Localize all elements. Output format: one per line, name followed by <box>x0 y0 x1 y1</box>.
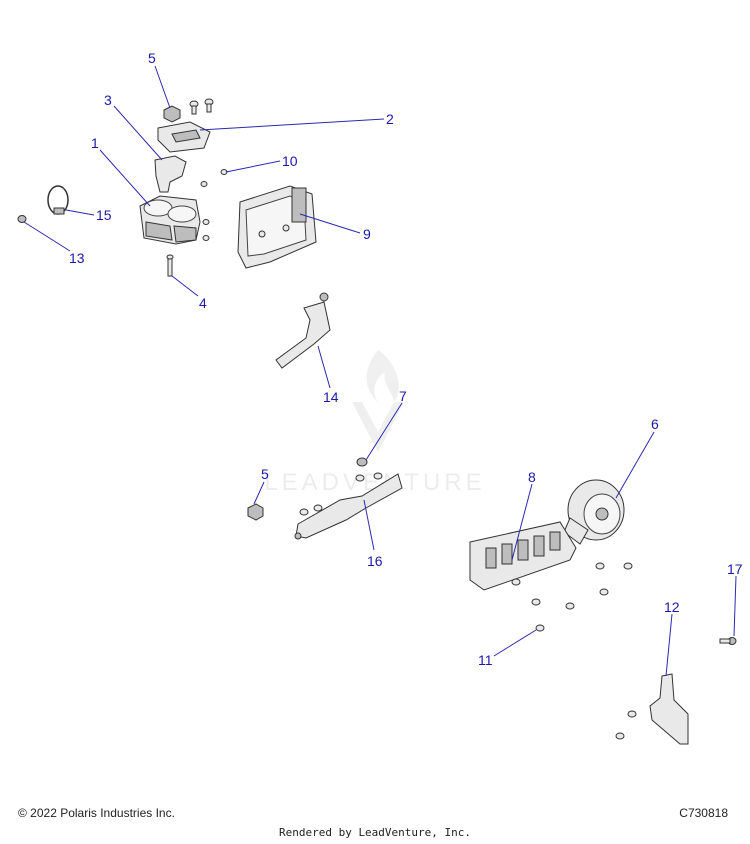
fuse-block-part-8 <box>469 521 577 591</box>
leader-lines <box>23 65 737 677</box>
callout-7: 7 <box>399 388 407 404</box>
horn-part-6 <box>563 479 625 545</box>
callout-6: 6 <box>651 416 659 432</box>
bracket-part-14 <box>275 292 331 369</box>
callout-2: 2 <box>386 111 394 127</box>
diagram-code: C730818 <box>679 806 728 820</box>
callout-10: 10 <box>282 153 298 169</box>
bracket-part-2 <box>157 121 211 153</box>
callout-9: 9 <box>363 226 371 242</box>
nut-part-5-lower <box>247 503 264 521</box>
module-part-1 <box>139 195 201 245</box>
callout-5-top: 5 <box>148 50 156 66</box>
watermark: LEADVENTURE <box>264 350 482 496</box>
cable-tie-part-15 <box>47 185 69 215</box>
callout-16: 16 <box>367 553 383 569</box>
bolt-part-4 <box>166 254 174 277</box>
callouts: 5 3 2 1 10 15 9 13 4 14 7 6 5 8 16 17 12… <box>69 50 743 668</box>
bracket-part-16 <box>294 473 403 540</box>
screws-part-11 <box>511 562 633 632</box>
callout-13: 13 <box>69 250 85 266</box>
callout-14: 14 <box>323 389 339 405</box>
callout-17: 17 <box>727 561 743 577</box>
screw-part-17 <box>719 637 737 645</box>
screws-part-10 <box>200 169 228 241</box>
watermark-flame-icon <box>366 350 399 402</box>
clip-part-3 <box>154 155 187 193</box>
ecu-part-9 <box>237 185 317 269</box>
callout-15: 15 <box>96 207 112 223</box>
callout-4: 4 <box>199 295 207 311</box>
watermark-v-icon <box>352 402 404 452</box>
callout-5-lower: 5 <box>261 466 269 482</box>
callout-1: 1 <box>91 135 99 151</box>
screw-part-13 <box>17 215 27 223</box>
copyright-text: © 2022 Polaris Industries Inc. <box>18 806 175 820</box>
callout-11: 11 <box>478 652 493 668</box>
rendered-by-text: Rendered by LeadVenture, Inc. <box>278 826 472 839</box>
bolts-part-7 <box>355 457 383 482</box>
callout-3: 3 <box>104 92 112 108</box>
nut-part-5-top <box>163 98 214 123</box>
bracket-part-12 <box>615 673 689 745</box>
callout-12: 12 <box>664 599 680 615</box>
callout-8: 8 <box>528 469 536 485</box>
